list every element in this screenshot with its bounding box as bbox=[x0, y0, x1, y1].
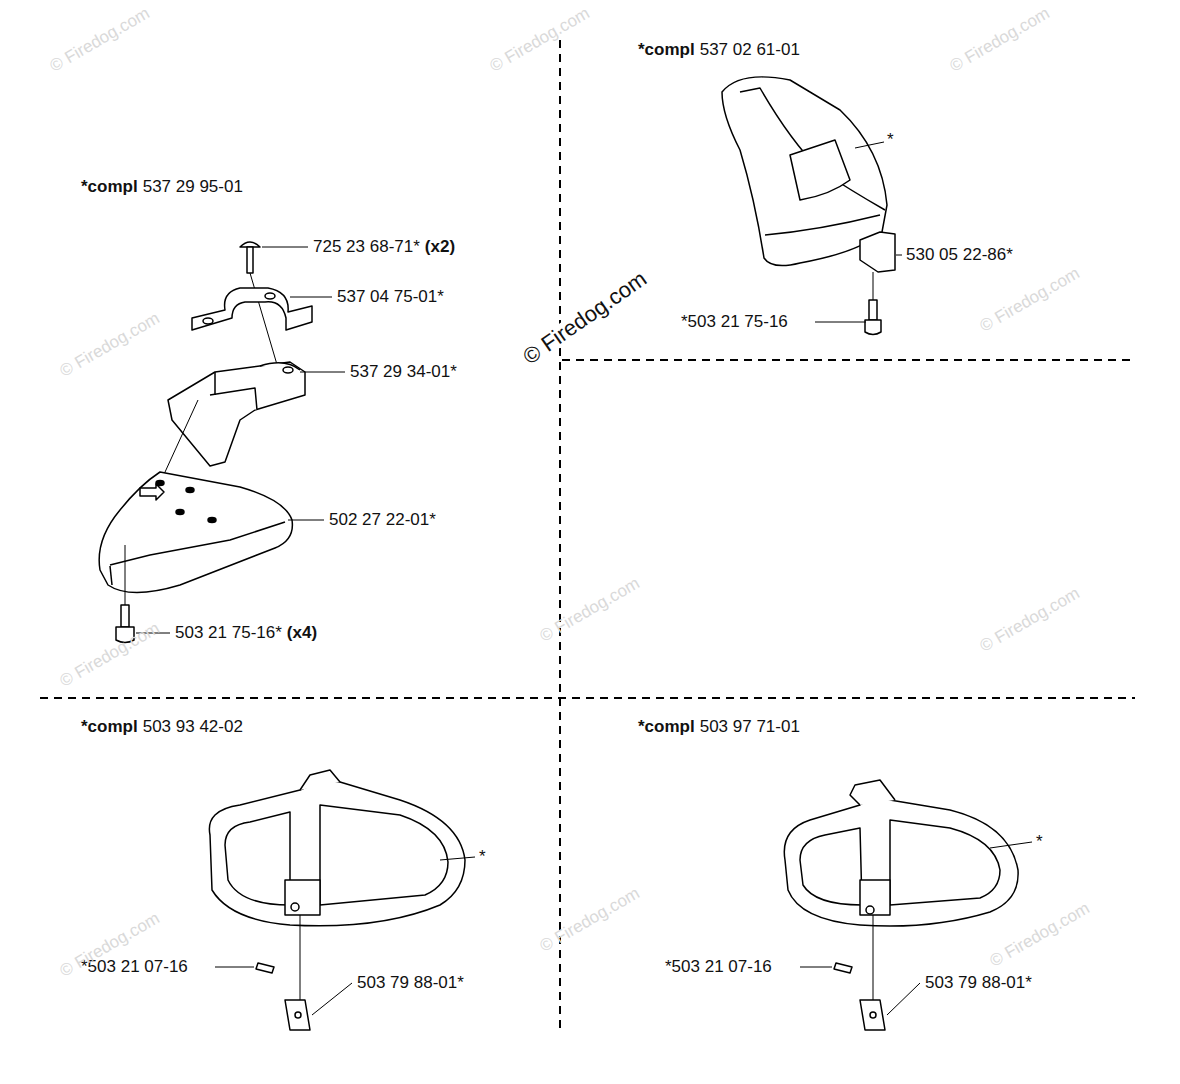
trimmer-guard-kit-4 bbox=[784, 780, 1032, 1030]
watermark: © Firedog.com bbox=[946, 3, 1054, 77]
watermark: © Firedog.com bbox=[976, 583, 1084, 657]
callout-mark: * bbox=[478, 847, 487, 867]
trimmer-guard-kit-1 bbox=[99, 242, 345, 643]
watermark: © Firedog.com bbox=[986, 898, 1094, 972]
watermark: © Firedog.com bbox=[519, 268, 651, 368]
kit-number: 537 02 61-01 bbox=[699, 40, 801, 60]
watermark: © Firedog.com bbox=[976, 263, 1084, 337]
watermark: © Firedog.com bbox=[486, 3, 594, 77]
part-number: 503 21 75-16* bbox=[174, 623, 283, 643]
kit-number: 537 29 95-01 bbox=[142, 177, 244, 197]
quantity: (x2) bbox=[424, 237, 456, 257]
kit-title: *compl bbox=[80, 177, 139, 197]
watermark: © Firedog.com bbox=[536, 883, 644, 957]
part-number: 725 23 68-71* bbox=[312, 237, 421, 257]
trimmer-guard-kit-2 bbox=[722, 77, 902, 335]
quantity: (x4) bbox=[286, 623, 318, 643]
callout-mark: * bbox=[886, 130, 895, 150]
watermark: © Firedog.com bbox=[56, 308, 164, 382]
section-divider bbox=[40, 40, 1135, 1030]
callout-mark: * bbox=[1035, 832, 1044, 852]
part-number: 537 04 75-01* bbox=[336, 287, 445, 307]
part-number: *503 21 07-16 bbox=[664, 957, 773, 977]
part-number: *503 21 75-16 bbox=[680, 312, 789, 332]
kit-title: *compl bbox=[637, 40, 696, 60]
watermark: © Firedog.com bbox=[56, 618, 164, 692]
kit-title: *compl bbox=[637, 717, 696, 737]
kit-number: 503 97 71-01 bbox=[699, 717, 801, 737]
kit-number: 503 93 42-02 bbox=[142, 717, 244, 737]
watermark: © Firedog.com bbox=[536, 573, 644, 647]
watermark: © Firedog.com bbox=[46, 3, 154, 77]
part-number: 503 79 88-01* bbox=[356, 973, 465, 993]
kit-title: *compl bbox=[80, 717, 139, 737]
part-number: 530 05 22-86* bbox=[905, 245, 1014, 265]
part-number: 537 29 34-01* bbox=[349, 362, 458, 382]
part-number: 503 79 88-01* bbox=[924, 973, 1033, 993]
part-number: 502 27 22-01* bbox=[328, 510, 437, 530]
trimmer-guard-kit-3 bbox=[209, 770, 475, 1030]
